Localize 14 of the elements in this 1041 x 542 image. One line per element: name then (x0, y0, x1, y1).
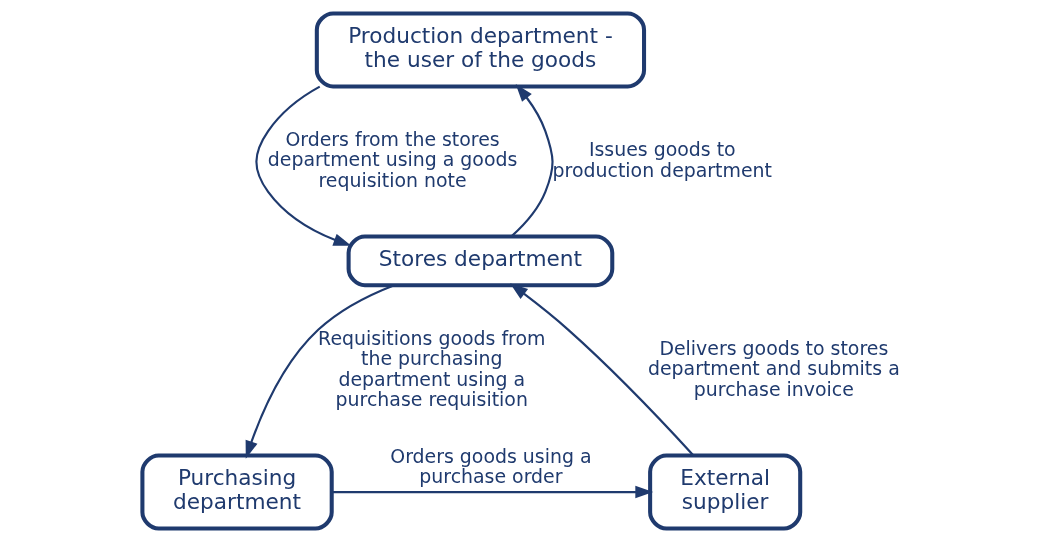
edge-label: Delivers goods to stores department and submits a purchase invoice (647, 337, 900, 400)
node-box: Stores department (346, 234, 614, 288)
edge-label: Requisitions goods from the purchasing department using a purchase requisition (317, 326, 545, 410)
edge-label: Orders goods using a purchase order (389, 444, 592, 487)
node-box: External supplier (647, 453, 802, 531)
arrow (254, 85, 351, 246)
edge-label: Issues goods to production department (552, 138, 772, 181)
arrow (245, 284, 395, 459)
arrow (509, 283, 694, 457)
node-box: Purchasing department (139, 453, 334, 531)
arrow (510, 83, 554, 238)
node-box: Production department - the user of the goods (314, 11, 646, 89)
arrow (331, 485, 653, 499)
edge-label: Orders from the stores department using a goods requisition note (267, 128, 517, 191)
